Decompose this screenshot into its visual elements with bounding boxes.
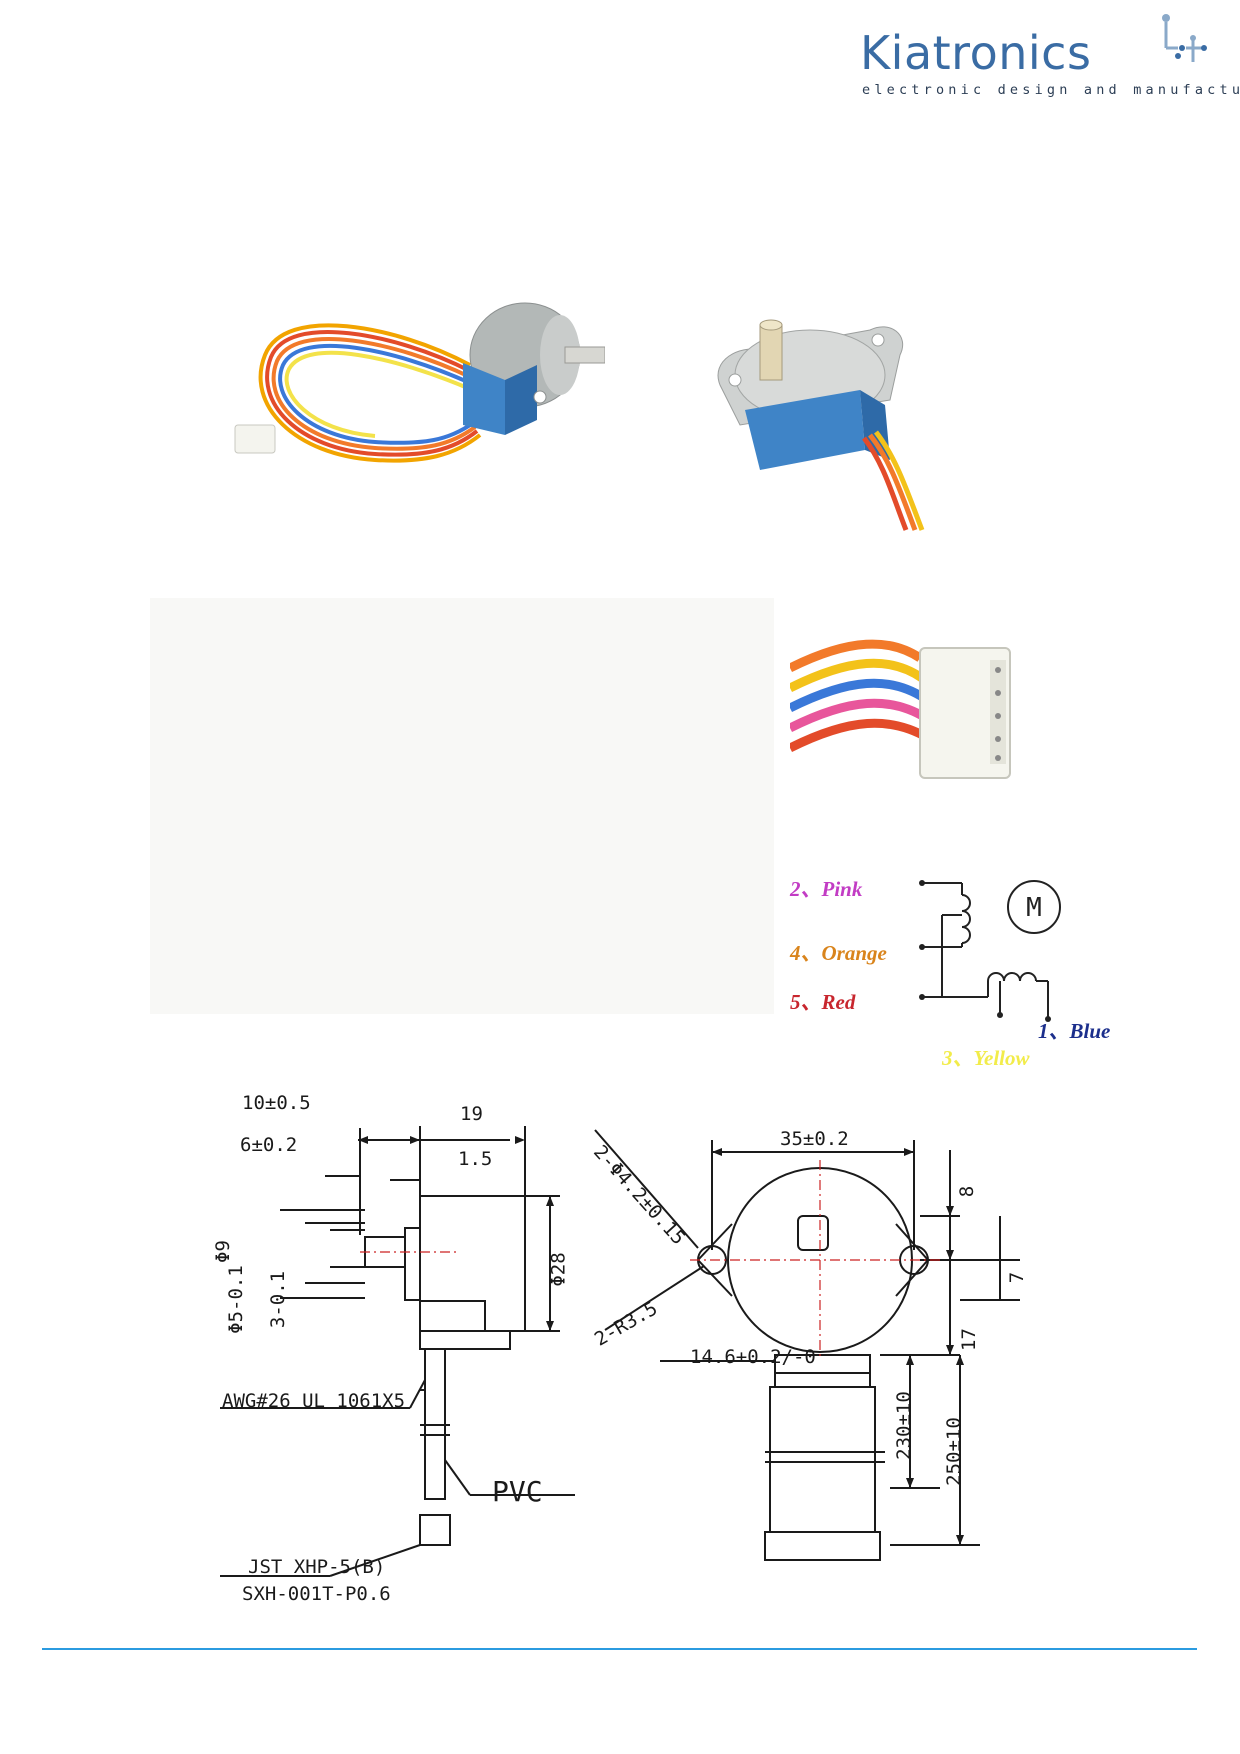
circuit-logo-icon (1162, 14, 1207, 62)
brand-tagline: electronic design and manufacture (862, 82, 1240, 98)
dim-flat-3: 3-0.1 (267, 1270, 290, 1329)
dim-shaft-length: 10±0.5 (242, 1092, 311, 1114)
dim-lead-250: 250±10 (942, 1417, 965, 1486)
cable-spec-label: AWG#26 UL 1061X5 (222, 1390, 406, 1412)
brand-logo: Kiatronics electronic design and manufac… (860, 12, 1240, 102)
wiring-diagram: 2、Pink 4、Orange 5、Red 1、Blue 3、Yellow M (780, 855, 1150, 1085)
motor-symbol: M (1026, 893, 1042, 923)
brand-name: Kiatronics (860, 26, 1092, 80)
dim-shaft-dia-9: Φ9 (211, 1240, 234, 1263)
dim-boss-length: 1.5 (458, 1148, 493, 1170)
stepper-motor-photo (205, 285, 605, 545)
wire-label-orange: 4、Orange (790, 941, 887, 965)
dim-total-length: 19 (460, 1103, 483, 1125)
drawing-lines (220, 1126, 1020, 1577)
dim-hole-pitch: 35±0.2 (780, 1128, 849, 1150)
dim-offset-7: 7 (1006, 1271, 1029, 1284)
footer-rule (42, 1648, 1197, 1650)
dim-body-dia: Φ28 (547, 1252, 570, 1287)
dim-flat-length: 6±0.2 (240, 1134, 298, 1156)
wire-label-pink: 2、Pink (790, 877, 863, 901)
sheath-label: PVC (492, 1475, 543, 1508)
dim-offset-17: 17 (957, 1328, 980, 1351)
stepper-motor-back-photo (700, 290, 970, 535)
connector-photo (790, 598, 1030, 808)
wire-label-red: 5、Red (790, 990, 856, 1014)
wire-label-yellow: 3、Yellow (942, 1046, 1030, 1070)
wire-label-blue: 1、Blue (1038, 1019, 1111, 1043)
coil-schematic: M (919, 880, 1061, 1022)
connector-spec-2: SXH-001T-P0.6 (242, 1583, 391, 1605)
dim-connector-width: 14.6+0.2/-0 (690, 1346, 816, 1368)
image-placeholder-panel (150, 598, 774, 1014)
dim-lead-230: 230±10 (892, 1391, 915, 1460)
dimension-drawing: 10±0.5 19 6±0.2 1.5 Φ9 Φ5-0.1 3-0.1 Φ28 … (212, 1090, 1050, 1650)
dim-offset-8: 8 (956, 1185, 979, 1198)
dim-shaft-dia-5: Φ5-0.1 (224, 1265, 247, 1334)
connector-spec-1: JST XHP-5(B) (248, 1556, 386, 1578)
